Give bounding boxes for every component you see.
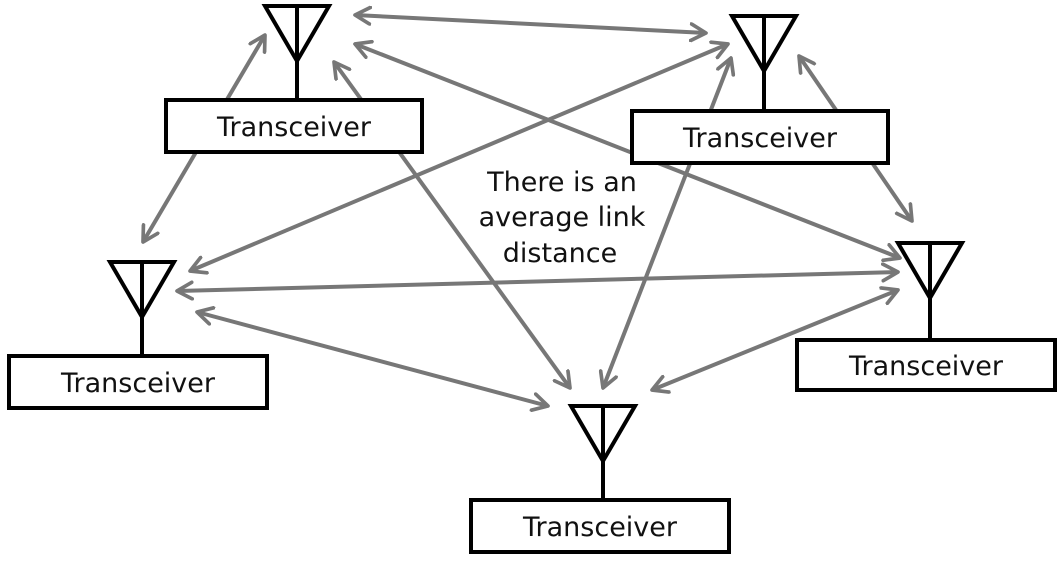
transceiver-label: Transceiver (216, 112, 372, 143)
transceiver-label: Transceiver (848, 351, 1004, 382)
transceiver-node-middle-right: Transceiver (795, 241, 1057, 392)
annotation-line-3: distance (503, 238, 617, 269)
annotation: There is an average link distance (479, 167, 646, 269)
transceiver-node-middle-left: Transceiver (7, 260, 269, 410)
transceiver-label: Transceiver (60, 368, 216, 399)
annotation-line-2: average link (479, 202, 646, 233)
transceiver-box (795, 338, 1057, 392)
transceiver-node-top-right: Transceiver (630, 14, 890, 165)
transceiver-node-bottom-center: Transceiver (469, 404, 731, 554)
transceiver-box (164, 98, 424, 154)
transceiver-label: Transceiver (682, 123, 838, 154)
link-arrow-middle-left-to-bottom-center (197, 312, 548, 406)
link-arrow-middle-left-to-middle-right (177, 272, 898, 291)
link-arrow-middle-right-to-bottom-center (652, 290, 898, 390)
transceiver-label: Transceiver (522, 512, 678, 543)
link-arrow-top-left-to-top-right (355, 15, 706, 33)
transceiver-node-top-left: Transceiver (164, 4, 424, 154)
annotation-line-1: There is an (486, 167, 637, 198)
transceiver-box (7, 354, 269, 410)
transceiver-box (630, 109, 890, 165)
transceiver-box (469, 498, 731, 554)
